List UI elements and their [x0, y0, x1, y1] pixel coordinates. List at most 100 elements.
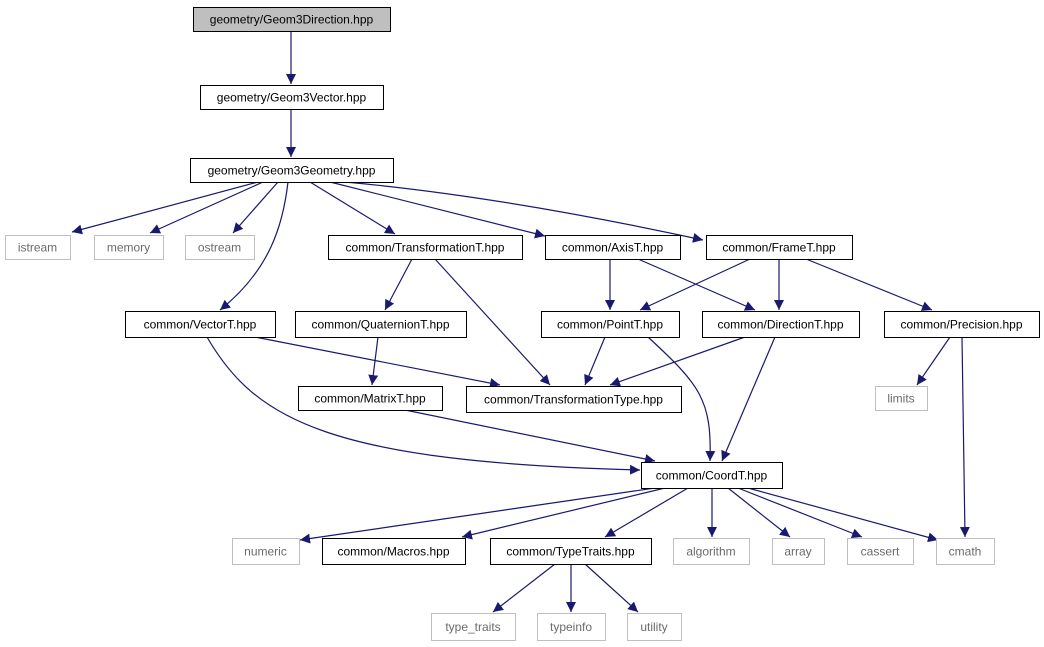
node-box — [490, 538, 652, 565]
node-axisT[interactable]: common/AxisT.hpp — [545, 235, 681, 260]
node-box — [193, 7, 391, 32]
edge-geo3-to-vectorT — [219, 181, 289, 311]
node-label: common/FrameT.hpp — [722, 241, 836, 255]
node-box — [936, 538, 995, 565]
node-label: common/MatrixT.hpp — [314, 392, 426, 406]
edge-vectorT-to-transType — [254, 336, 501, 388]
node-macros[interactable]: common/Macros.hpp — [322, 538, 466, 565]
node-algorithm: algorithm — [673, 538, 750, 565]
node-vectorT[interactable]: common/VectorT.hpp — [125, 311, 276, 338]
node-box — [94, 235, 164, 260]
node-typeTraits[interactable]: common/TypeTraits.hpp — [490, 538, 652, 565]
node-label: geometry/Geom3Geometry.hpp — [208, 164, 376, 178]
node-pointT[interactable]: common/PointT.hpp — [541, 311, 680, 338]
node-box — [185, 235, 255, 260]
node-quatT[interactable]: common/QuaternionT.hpp — [295, 311, 467, 338]
edges-layer — [71, 31, 970, 613]
node-geo3[interactable]: geometry/Geom3Geometry.hpp — [190, 158, 394, 183]
node-cassert: cassert — [847, 538, 914, 565]
node-cmath: cmath — [936, 538, 995, 565]
node-label: typeinfo — [550, 620, 592, 634]
node-label: common/DirectionT.hpp — [717, 318, 843, 332]
node-label: limits — [887, 392, 914, 406]
edge-geo3-to-istream — [71, 181, 259, 235]
node-label: common/CoordT.hpp — [656, 469, 768, 483]
node-box — [190, 158, 394, 183]
node-type-traits: type_traits — [431, 613, 516, 641]
node-label: algorithm — [686, 545, 735, 559]
edge-coordT-to-cassert — [737, 487, 863, 538]
node-transType[interactable]: common/TransformationType.hpp — [466, 386, 682, 413]
edge-frameT-to-pointT — [639, 258, 751, 311]
node-box — [431, 613, 516, 641]
node-frameT[interactable]: common/FrameT.hpp — [706, 235, 853, 260]
edge-coordT-to-typeTraits — [604, 487, 689, 538]
node-box — [875, 386, 928, 411]
node-box — [706, 235, 853, 260]
node-box — [200, 85, 384, 110]
node-coordT[interactable]: common/CoordT.hpp — [641, 462, 783, 489]
edge-pointT-to-coordT — [647, 336, 716, 462]
node-label: geometry/Geom3Vector.hpp — [217, 91, 367, 105]
edge-typeTraits-to-utility — [584, 563, 639, 613]
node-box — [545, 235, 681, 260]
node-matT[interactable]: common/MatrixT.hpp — [298, 386, 443, 411]
edge-geo3-to-transT — [309, 181, 396, 235]
node-root[interactable]: geometry/Geom3Direction.hpp — [193, 7, 391, 32]
node-label: common/PointT.hpp — [557, 318, 663, 332]
edge-vectorT-to-coordT — [206, 336, 641, 475]
edge-geo3-to-memory — [149, 181, 264, 234]
node-label: common/AxisT.hpp — [562, 241, 664, 255]
edge-matT-to-coordT — [404, 409, 656, 464]
edge-dirT-to-transType — [609, 336, 746, 387]
node-label: memory — [107, 241, 150, 255]
node-dirT[interactable]: common/DirectionT.hpp — [702, 311, 860, 338]
node-limits: limits — [875, 386, 928, 411]
node-numeric: numeric — [232, 538, 300, 565]
edge-axisT-to-dirT — [637, 258, 756, 311]
node-box — [322, 538, 466, 565]
edge-geo3-to-ostream — [232, 181, 279, 234]
node-label: ostream — [198, 241, 241, 255]
nodes-layer: geometry/Geom3Direction.hpp geometry/Geom… — [5, 7, 1040, 641]
node-label: common/Macros.hpp — [337, 545, 449, 559]
node-box — [125, 311, 276, 338]
edge-coordT-to-array — [727, 487, 791, 538]
node-box — [537, 613, 606, 641]
node-array: array — [772, 538, 825, 565]
node-label: common/QuaternionT.hpp — [311, 318, 449, 332]
node-label: common/Precision.hpp — [900, 318, 1022, 332]
edge-transT-to-quatT — [384, 258, 413, 311]
node-prec[interactable]: common/Precision.hpp — [884, 311, 1040, 338]
node-box — [627, 613, 682, 641]
node-vec3[interactable]: geometry/Geom3Vector.hpp — [200, 85, 384, 110]
edge-typeTraits-to-type-traits — [492, 563, 556, 613]
node-box — [772, 538, 825, 565]
node-box — [466, 386, 682, 413]
edge-transT-to-transType — [434, 258, 551, 386]
node-box — [541, 311, 680, 338]
node-memory: memory — [94, 235, 164, 260]
node-ostream: ostream — [185, 235, 255, 260]
edge-coordT-to-numeric — [299, 487, 656, 544]
node-box — [884, 311, 1040, 338]
edge-coordT-to-cmath — [747, 487, 939, 543]
node-box — [673, 538, 750, 565]
edge-frameT-to-prec — [805, 258, 933, 311]
edge-geo3-to-axisT — [329, 181, 546, 239]
node-transT[interactable]: common/TransformationT.hpp — [328, 235, 523, 260]
node-box — [641, 462, 783, 489]
node-box — [5, 235, 71, 260]
node-box — [328, 235, 523, 260]
node-istream: istream — [5, 235, 71, 260]
edge-geo3-to-frameT — [344, 181, 704, 243]
edge-prec-to-limits — [916, 336, 951, 386]
node-utility: utility — [627, 613, 682, 641]
node-box — [702, 311, 860, 338]
node-label: utility — [640, 620, 667, 634]
node-label: cmath — [949, 545, 982, 559]
node-box — [298, 386, 443, 411]
node-label: common/TypeTraits.hpp — [506, 545, 635, 559]
edge-pointT-to-transType — [584, 336, 606, 386]
